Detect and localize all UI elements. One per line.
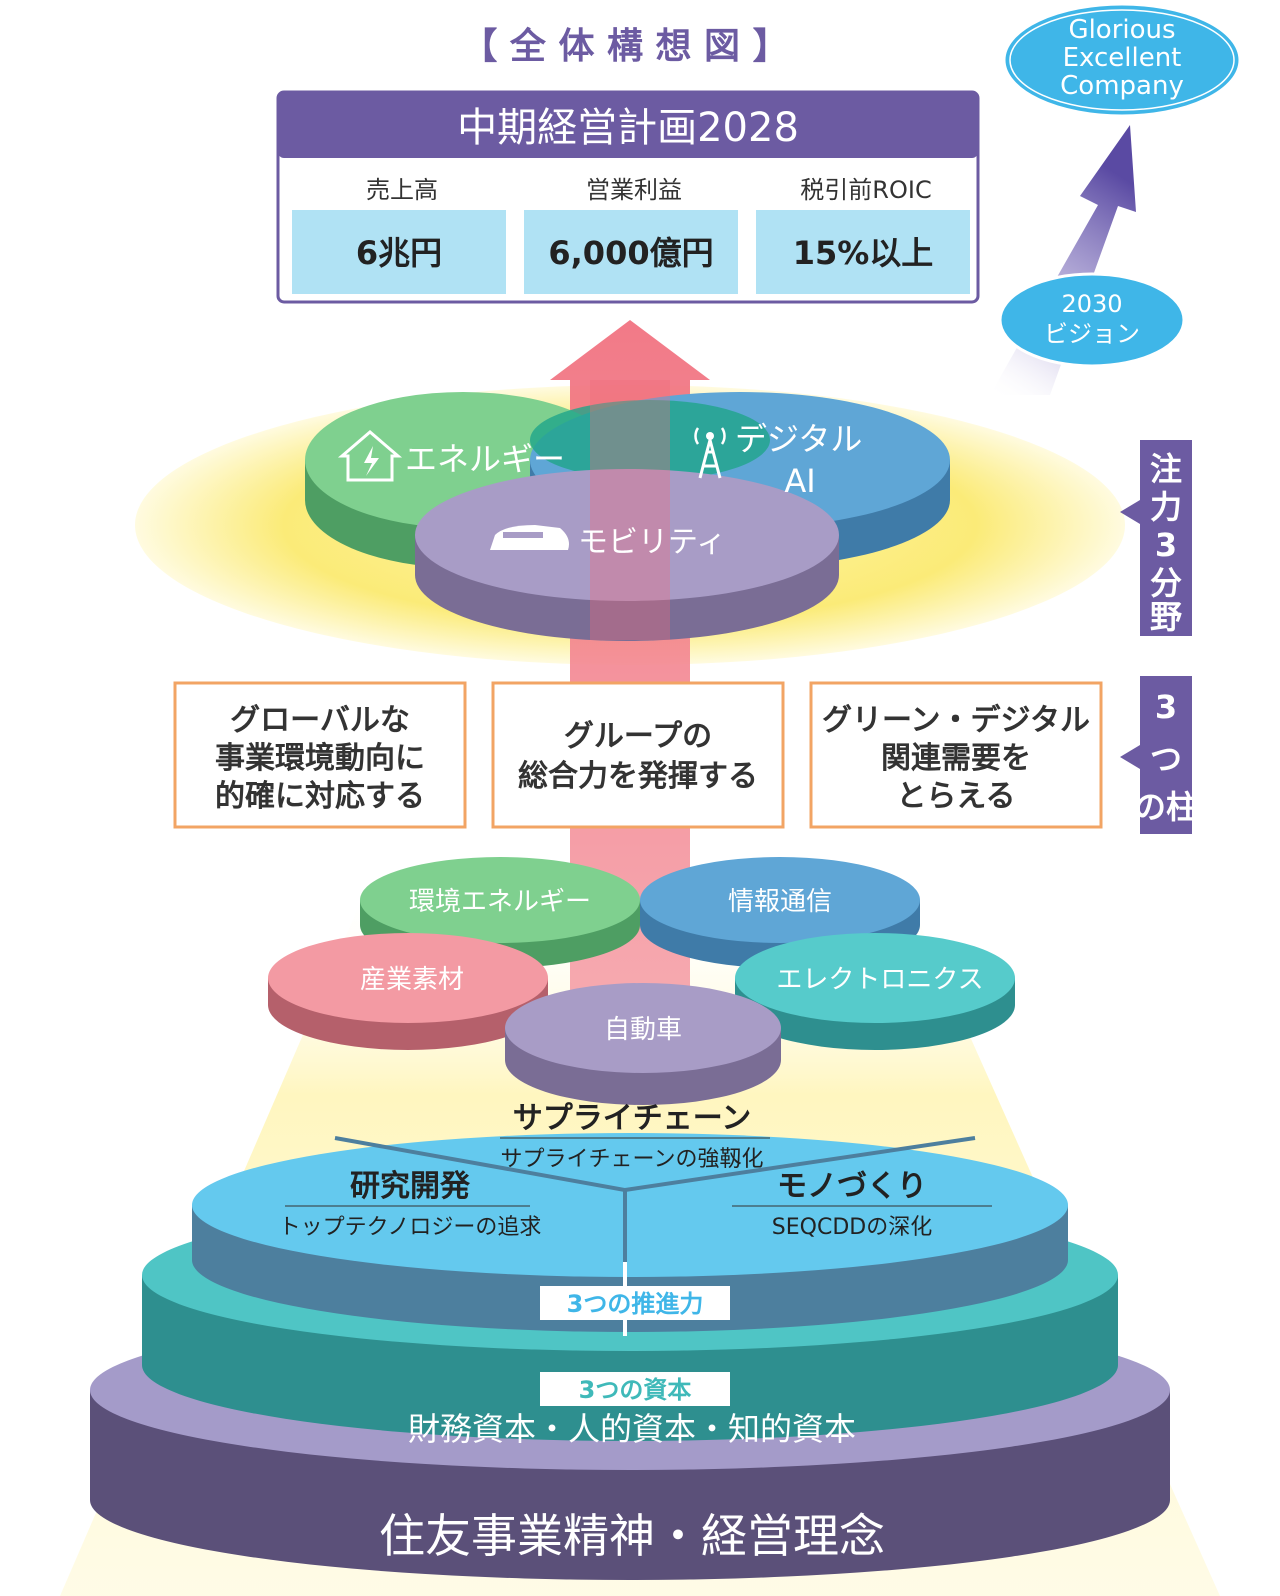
driver-title-manufacturing: モノづくり bbox=[777, 1169, 927, 1204]
side-label-focus-c3: 3 bbox=[1155, 526, 1177, 564]
metric-value-operating-profit: 6,000億円 bbox=[548, 234, 713, 272]
pillar-1-line-1: グローバルな bbox=[230, 703, 410, 738]
segment-label-electronics: エレクトロニクス bbox=[776, 965, 983, 995]
side-label-focus-c1: 注 bbox=[1150, 450, 1182, 488]
vision-company-line-2: Excellent bbox=[1063, 43, 1182, 73]
vision-company-badge: Glorious Excellent Company bbox=[1002, 2, 1242, 118]
growth-arrow-overlay bbox=[590, 380, 670, 640]
segment-label-automotive: 自動車 bbox=[604, 1015, 682, 1045]
foundation-text: 住友事業精神・経営理念 bbox=[379, 1509, 885, 1563]
driver-title-rnd: 研究開発 bbox=[350, 1169, 471, 1204]
midterm-plan-box: 中期経営計画2028 売上高 6兆円 営業利益 6,000億円 税引前ROIC … bbox=[276, 90, 980, 304]
pillar-2-line-2: 総合力を発揮する bbox=[518, 759, 758, 794]
metric-box-sales bbox=[292, 210, 506, 294]
pillar-box-global: グローバルな 事業環境動向に 的確に対応する bbox=[173, 681, 467, 829]
radio-tower-icon bbox=[694, 427, 726, 479]
driver-supply-chain: サプライチェーン サプライチェーンの強靱化 bbox=[500, 1101, 770, 1172]
segment-label-info-comm: 情報通信 bbox=[728, 887, 832, 917]
side-label-pillars-c2: つ bbox=[1150, 740, 1182, 778]
pillar-box-group: グループの 総合力を発揮する bbox=[491, 681, 785, 829]
driver-sub-supply-chain: サプライチェーンの強靱化 bbox=[501, 1147, 764, 1172]
house-energy-icon bbox=[337, 430, 403, 482]
pillar-3-line-3: とらえる bbox=[896, 779, 1015, 814]
side-label-pillars-c3: の柱 bbox=[1134, 788, 1198, 826]
metric-box-roic bbox=[756, 210, 970, 294]
pillar-2-line-1: グループの bbox=[564, 719, 712, 754]
segment-disc-industrial-materials: 産業素材 bbox=[268, 933, 548, 1050]
side-label-pillars: 3 つ の柱 bbox=[1120, 676, 1198, 834]
plan-name: 中期経営計画2028 bbox=[457, 105, 799, 151]
metric-value-sales: 6兆円 bbox=[356, 234, 442, 272]
drivers-label: 3つの推進力 bbox=[567, 1290, 704, 1318]
driver-sub-manufacturing: SEQCDDの深化 bbox=[772, 1215, 932, 1240]
side-label-focus-c5: 野 bbox=[1150, 598, 1182, 636]
side-label-focus: 注 力 3 分 野 bbox=[1120, 440, 1192, 636]
vision-2030-badge: 2030 ビジョン bbox=[998, 272, 1186, 368]
vision-arrow bbox=[990, 125, 1136, 395]
driver-manufacturing: モノづくり SEQCDDの深化 bbox=[732, 1169, 992, 1240]
vision-year-line-2: ビジョン bbox=[1044, 320, 1140, 348]
side-label-pillars-c1: 3 bbox=[1155, 688, 1177, 726]
side-label-focus-c4: 分 bbox=[1150, 564, 1182, 602]
vision-year-line-1: 2030 bbox=[1061, 290, 1122, 318]
pillar-1-line-3: 的確に対応する bbox=[215, 779, 425, 814]
capital-text: 財務資本・人的資本・知的資本 bbox=[408, 1410, 856, 1448]
capital-label-box bbox=[540, 1372, 730, 1406]
pillar-3-line-1: グリーン・デジタル bbox=[822, 703, 1090, 738]
segment-disc-electronics: エレクトロニクス bbox=[735, 933, 1015, 1050]
side-label-focus-c2: 力 bbox=[1150, 488, 1182, 526]
driver-title-supply-chain: サプライチェーン bbox=[513, 1101, 752, 1136]
driver-sub-rnd: トップテクノロジーの追求 bbox=[279, 1215, 542, 1240]
segment-label-industrial: 産業素材 bbox=[360, 965, 464, 995]
metric-label-roic: 税引前ROIC bbox=[800, 176, 931, 204]
metric-value-roic: 15%以上 bbox=[793, 234, 934, 272]
focus-label-mobility: モビリティ bbox=[578, 525, 726, 560]
pillar-3-line-2: 関連需要を bbox=[881, 741, 1031, 776]
metric-box-operating-profit bbox=[524, 210, 738, 294]
drivers-label-box bbox=[540, 1286, 730, 1320]
page-title: 【 全 体 構 想 図 】 bbox=[461, 25, 788, 67]
drivers-layer: 3つの推進力 bbox=[192, 1133, 1068, 1336]
focus-disc-mobility bbox=[415, 469, 839, 641]
metric-label-operating-profit: 営業利益 bbox=[586, 176, 682, 204]
focus-label-ai: AI bbox=[784, 462, 815, 500]
metric-label-sales: 売上高 bbox=[366, 176, 438, 204]
segment-label-env-energy: 環境エネルギー bbox=[409, 887, 591, 917]
vision-company-line-3: Company bbox=[1060, 71, 1184, 101]
pillar-box-green-digital: グリーン・デジタル 関連需要を とらえる bbox=[809, 681, 1103, 829]
train-icon bbox=[490, 525, 569, 550]
segment-disc-automotive: 自動車 bbox=[505, 983, 781, 1105]
driver-rnd: 研究開発 トップテクノロジーの追求 bbox=[279, 1169, 542, 1240]
focus-overlap bbox=[530, 400, 770, 480]
capital-label: 3つの資本 bbox=[579, 1376, 692, 1404]
focus-label-energy: エネルギー bbox=[405, 440, 565, 478]
segment-disc-info-comm: 情報通信 bbox=[640, 857, 920, 968]
vision-company-line-1: Glorious bbox=[1068, 15, 1175, 45]
pillar-1-line-2: 事業環境動向に bbox=[215, 741, 425, 776]
focus-label-digital: デジタル bbox=[735, 420, 862, 458]
